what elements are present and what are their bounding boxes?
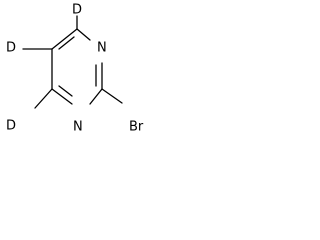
bond-c6-c5 xyxy=(51,28,78,50)
bond-c4-d xyxy=(34,88,53,109)
bond-c4-n3 xyxy=(51,88,73,105)
bond-lines xyxy=(22,15,123,109)
molecule-structure: D D D N N Br xyxy=(6,3,144,135)
bond-c4-n3-inner xyxy=(58,85,73,97)
atom-br: Br xyxy=(129,120,144,135)
atom-labels: D D D N N Br xyxy=(6,3,144,135)
atom-n-bottom: N xyxy=(73,120,83,135)
bond-n3-c2 xyxy=(89,88,103,105)
atom-d-bottom: D xyxy=(6,119,16,134)
bond-c6-c5-inner xyxy=(58,36,75,50)
bond-n1-c6 xyxy=(76,28,91,41)
bond-c2-br xyxy=(101,88,123,104)
atom-d-top: D xyxy=(72,3,82,18)
atom-d-left: D xyxy=(6,41,16,56)
atom-n-top: N xyxy=(97,41,107,56)
